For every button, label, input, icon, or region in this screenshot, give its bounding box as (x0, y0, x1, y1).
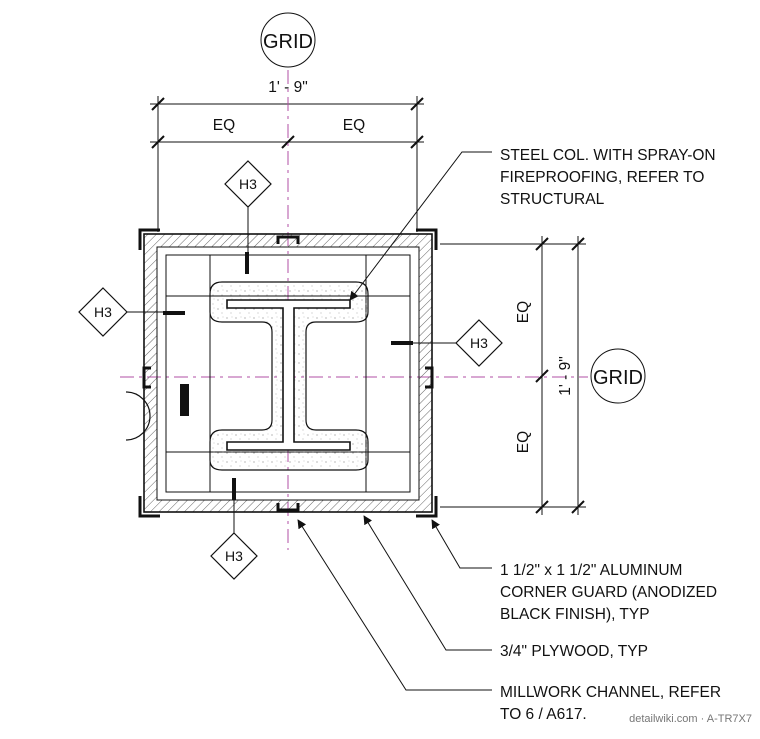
eq-top-left: EQ (213, 117, 235, 134)
door-swing-arc (125, 391, 151, 441)
grid-bubble-right: GRID (590, 348, 646, 404)
svg-text:FIREPROOFING, REFER TO: FIREPROOFING, REFER TO (500, 169, 704, 186)
note-plywood: 3/4" PLYWOOD, TYP (500, 643, 648, 660)
blocking-marks (163, 252, 413, 500)
grid-label-right: GRID (593, 367, 643, 389)
dimension-lines-right (440, 236, 586, 515)
note-corner-guard: 1 1/2" x 1 1/2" ALUMINUM CORNER GUARD (A… (500, 562, 717, 623)
grid-bubble-top: GRID (260, 12, 316, 68)
svg-text:BLACK FINISH), TYP: BLACK FINISH), TYP (500, 606, 650, 623)
steel-column (209, 281, 369, 471)
tag-h3-top: H3 (224, 160, 272, 252)
svg-text:H3: H3 (225, 548, 243, 564)
svg-text:STRUCTURAL: STRUCTURAL (500, 191, 605, 208)
eq-right-top: EQ (515, 301, 532, 323)
eq-right-bottom: EQ (515, 431, 532, 453)
note-millwork: MILLWORK CHANNEL, REFER TO 6 / A617. (500, 684, 721, 723)
svg-text:3/4" PLYWOOD, TYP: 3/4" PLYWOOD, TYP (500, 643, 648, 660)
svg-text:STEEL COL. WITH SPRAY-ON: STEEL COL. WITH SPRAY-ON (500, 147, 716, 164)
dimension-lines-top (150, 96, 424, 232)
svg-text:H3: H3 (94, 304, 112, 320)
grid-label-top: GRID (263, 31, 313, 53)
svg-text:TO 6 / A617.: TO 6 / A617. (500, 706, 587, 723)
svg-text:H3: H3 (239, 176, 257, 192)
tag-h3-right: H3 (413, 319, 503, 367)
dimension-top: 1' - 9" (268, 79, 307, 96)
svg-text:CORNER GUARD (ANODIZED: CORNER GUARD (ANODIZED (500, 584, 717, 601)
svg-text:1 1/2" x 1 1/2" ALUMINUM: 1 1/2" x 1 1/2" ALUMINUM (500, 562, 682, 579)
tag-h3-left: H3 (78, 287, 163, 337)
svg-text:H3: H3 (470, 335, 488, 351)
tag-h3-bottom: H3 (210, 500, 258, 580)
watermark: detailwiki.com · A-TR7X7 (629, 713, 752, 725)
dimension-right: 1' - 9" (557, 356, 574, 395)
eq-top-right: EQ (343, 117, 365, 134)
svg-text:MILLWORK CHANNEL, REFER: MILLWORK CHANNEL, REFER (500, 684, 721, 701)
note-steel-column: STEEL COL. WITH SPRAY-ON FIREPROOFING, R… (500, 147, 716, 208)
leader-lines (297, 151, 492, 691)
corner-guards (138, 228, 438, 518)
millwork-channels (142, 235, 434, 512)
